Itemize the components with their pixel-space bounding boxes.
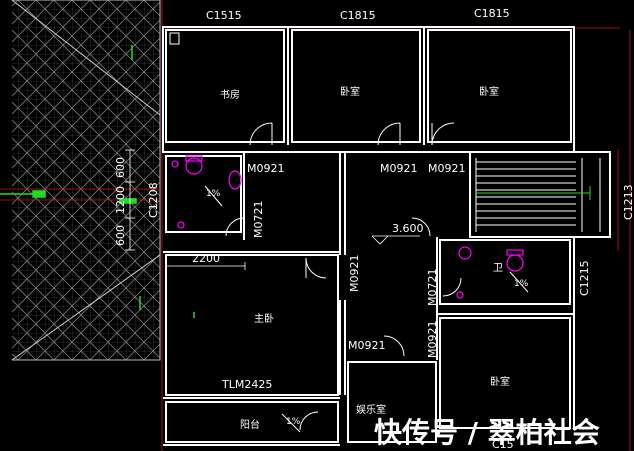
- door-label-m0921-d: M0921: [348, 255, 361, 293]
- door-label-m0921-f: M0921: [426, 321, 439, 359]
- watermark-text: 快传号 / 翠柏社会: [374, 416, 600, 449]
- staircase: [475, 158, 601, 232]
- room-label-master: 主卧: [254, 312, 274, 325]
- window-label-c15: C15: [492, 438, 514, 451]
- window-label-c1515: C1515: [206, 9, 242, 22]
- room-label-bedroom-c: 卧室: [490, 375, 510, 388]
- window-label-c1815-a: C1815: [340, 9, 376, 22]
- slope-label-a: 1%: [206, 189, 221, 199]
- walls: [162, 26, 611, 446]
- window-label-c1208: C1208: [147, 182, 160, 218]
- door-label-tlm2425: TLM2425: [221, 378, 272, 391]
- dim-1200: 1200: [114, 186, 127, 214]
- window-label-c1215: C1215: [578, 260, 591, 296]
- dim-2200: 2200: [192, 252, 220, 265]
- door-label-m0921-e: M0921: [348, 339, 386, 352]
- marker-box: [169, 32, 180, 45]
- room-label-balcony: 阳台: [240, 418, 260, 431]
- window-label-c1213: C1213: [622, 184, 634, 220]
- slope-arrows: [204, 185, 529, 433]
- fixtures: [171, 155, 524, 299]
- green-markers: [0, 45, 195, 318]
- roof-hatch: [11, 0, 161, 361]
- dim-600-top: 600: [114, 157, 127, 178]
- room-label-bedroom-a: 卧室: [340, 85, 360, 98]
- door-label-m0921-c: M0921: [428, 162, 466, 175]
- window-label-c1815-b: C1815: [474, 7, 510, 20]
- slope-label-b: 1%: [514, 279, 529, 289]
- door-label-m0921-a: M0921: [247, 162, 285, 175]
- level-marker: 3.600: [392, 222, 424, 235]
- door-label-m0721-a: M0721: [252, 201, 265, 239]
- door-swings: [225, 122, 462, 431]
- room-label-study: 书房: [220, 88, 240, 101]
- slope-label-c: 1%: [286, 417, 301, 427]
- dimension-lines: [125, 149, 420, 270]
- room-label-bath: 卫: [493, 263, 503, 274]
- room-label-bedroom-b: 卧室: [479, 85, 499, 98]
- door-label-m0721-b: M0721: [426, 269, 439, 307]
- room-label-lounge: 娱乐室: [356, 403, 386, 416]
- dim-600-bot: 600: [114, 225, 127, 246]
- door-label-m0921-b: M0921: [380, 162, 418, 175]
